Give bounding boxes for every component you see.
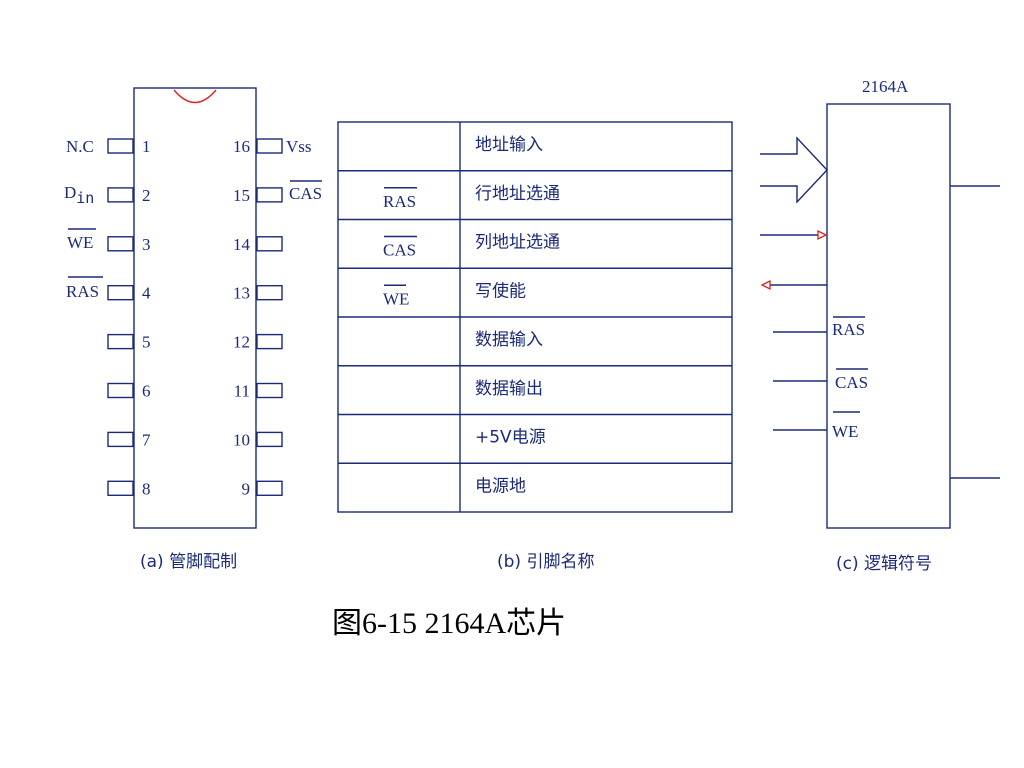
table-pin-name: 电源地: [475, 476, 526, 496]
right-pin-number: 12: [233, 333, 250, 352]
caption-b: (b) 引脚名称: [497, 552, 594, 572]
right-pin-number: 9: [242, 479, 251, 498]
right-pin-13: [256, 285, 283, 301]
table-row: 数据输入: [475, 330, 543, 350]
right-pin-number: 15: [233, 186, 250, 205]
logic-ras-label: RAS: [832, 320, 865, 339]
chip-notch: [173, 89, 217, 104]
table-symbol: RAS: [383, 192, 416, 211]
logic-we-label: WE: [832, 422, 858, 441]
table-pin-name: 数据输入: [475, 330, 543, 350]
left-pin-7: [107, 431, 134, 448]
pin-label-nc: N.C: [66, 137, 94, 156]
caption-c: (c) 逻辑符号: [836, 554, 932, 574]
left-pin-number: 6: [142, 382, 151, 401]
table-pin-name: 数据输出: [475, 379, 543, 399]
table-pin-name: +5V电源: [475, 428, 546, 448]
table-row: 地址输入: [475, 135, 543, 155]
table-symbol: CAS: [383, 241, 416, 260]
right-pin-12: [256, 333, 283, 350]
logic-cas-label: CAS: [835, 373, 868, 392]
table-row: 数据输出: [475, 379, 543, 399]
right-pin-11: [256, 382, 283, 399]
left-pin-number: 2: [142, 186, 151, 205]
table-pin-name: 地址输入: [475, 135, 543, 155]
left-pin-4: [107, 285, 134, 301]
right-pin-number: 14: [233, 235, 251, 254]
figure-caption: 图6-15 2164A芯片: [332, 607, 566, 640]
right-pin-15: [256, 187, 283, 203]
table-symbol: WE: [383, 289, 409, 308]
right-pin-number: 11: [234, 382, 250, 401]
pin-label-vss: Vss: [286, 137, 312, 156]
left-pin-number: 4: [142, 284, 151, 303]
table-row: +5V电源: [475, 428, 546, 448]
data-in-arrowhead: [817, 229, 828, 241]
logic-title: 2164A: [862, 77, 909, 96]
pin-label-cas: CAS: [289, 184, 322, 203]
left-pin-5: [107, 333, 134, 350]
right-pin-number: 10: [233, 430, 250, 449]
right-pin-16: [256, 138, 283, 154]
right-pins: 16 15 14 13 12 11 10 9: [233, 137, 283, 498]
right-pin-9: [256, 480, 283, 496]
left-pin-1: [107, 138, 134, 154]
table-row: CAS 列地址选通: [383, 233, 560, 260]
logic-box: [826, 103, 951, 529]
table-row: WE 写使能: [383, 280, 526, 308]
address-bus-arrow: [760, 136, 828, 204]
right-pin-10: [256, 431, 283, 448]
right-pin-number: 13: [233, 284, 250, 303]
logic-symbol: 2164A RAS CAS WE (c) 逻辑符号: [760, 77, 1000, 574]
table-row: RAS 行地址选通: [383, 184, 560, 211]
left-pin-number: 8: [142, 479, 151, 498]
right-pin-14: [256, 236, 283, 252]
right-pin-number: 16: [233, 137, 250, 156]
table-row: 电源地: [475, 476, 526, 496]
left-pin-3: [107, 236, 134, 252]
left-pin-number: 1: [142, 137, 151, 156]
left-pin-6: [107, 382, 134, 399]
left-pin-number: 5: [142, 333, 151, 352]
pin-label-ras: RAS: [66, 282, 99, 301]
left-pin-number: 7: [142, 430, 151, 449]
data-out-arrowhead: [760, 279, 771, 291]
chip-body: [133, 87, 257, 529]
table-pin-name: 列地址选通: [475, 233, 560, 253]
pin-label-din: Din: [64, 183, 94, 207]
pin-label-we: WE: [67, 233, 93, 252]
left-pin-8: [107, 480, 134, 496]
caption-a: (a) 管脚配制: [140, 552, 237, 572]
left-pin-number: 3: [142, 235, 151, 254]
table-pin-name: 行地址选通: [475, 184, 560, 204]
table-pin-name: 写使能: [475, 280, 526, 301]
left-pin-2: [107, 187, 134, 203]
left-pins: 1 2 3 4 5 6 7 8: [107, 137, 151, 498]
